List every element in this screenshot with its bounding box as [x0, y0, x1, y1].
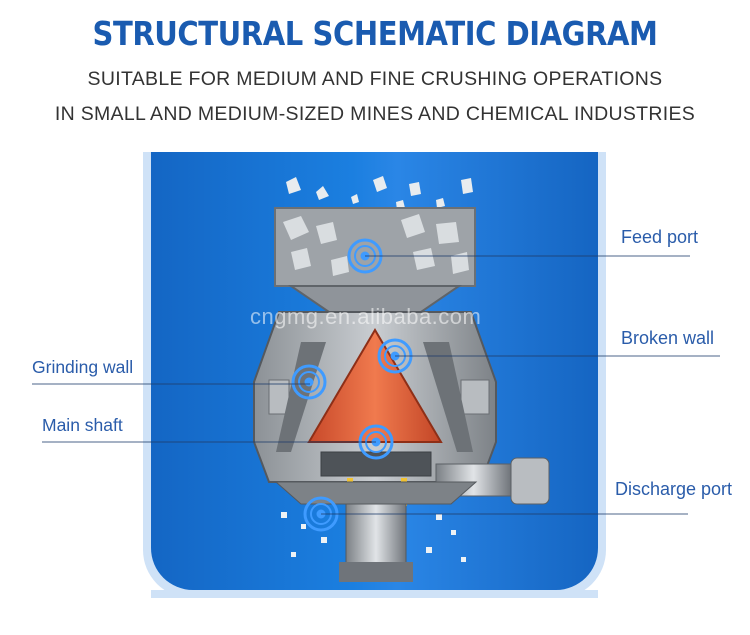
panel-frame-bottom [151, 590, 598, 598]
label-broken-wall: Broken wall [621, 328, 715, 348]
hotspot-icon [291, 364, 327, 400]
drive-pulley [510, 457, 550, 505]
label-grinding-wall: Grinding wall [32, 357, 134, 377]
label-main-shaft: Main shaft [42, 415, 123, 435]
label-feed-port: Feed port [621, 227, 699, 247]
watermark: cngmg.en.alibaba.com [250, 304, 482, 329]
feed-hopper [274, 207, 476, 287]
gear-ring [320, 451, 432, 477]
ore-particles-bottom [281, 512, 466, 562]
label-discharge-port: Discharge port [615, 479, 733, 499]
ore-in-hopper [283, 214, 469, 276]
right-flange [460, 379, 490, 415]
concave-right [423, 342, 473, 452]
page-title: STRUCTURAL SCHEMATIC DIAGRAM [92, 14, 658, 53]
subtitle-line-2: IN SMALL AND MEDIUM-SIZED MINES AND CHEM… [54, 103, 696, 125]
cone-crusher-illustration [253, 176, 550, 582]
subtitle-line-1: SUITABLE FOR MEDIUM AND FINE CRUSHING OP… [87, 68, 663, 90]
shaft-base [339, 562, 413, 582]
ore-particles-top [286, 176, 473, 210]
